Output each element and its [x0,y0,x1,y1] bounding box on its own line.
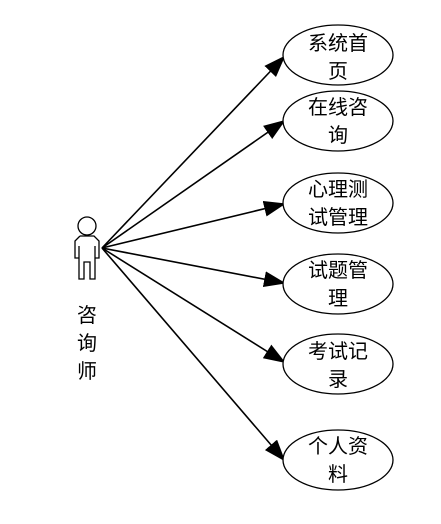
actor-figure [74,216,100,280]
association-arrow [101,247,286,288]
actor-label-line-1: 咨 [77,303,97,327]
use-case-label-line-1: 心理测 [308,177,368,201]
use-case-ellipse [282,333,394,395]
actor-body [74,235,100,280]
use-case-label-line-1: 个人资 [308,434,368,458]
use-case-ellipse [282,429,394,491]
actor-label-line-3: 师 [77,359,97,383]
use-case-label-line-2: 页 [328,59,348,83]
association-arrow [101,119,286,249]
association-arrow [101,247,286,364]
association-arrow [101,200,286,249]
use-case-label-line-2: 询 [328,123,348,147]
use-case-ellipse [282,253,394,315]
actor-label: 咨 询 师 [77,303,97,383]
use-case-online-consult: 在线咨 询 [282,90,394,152]
associations [101,55,286,462]
use-case-system-home: 系统首 页 [282,24,394,86]
use-case-label-line-2: 理 [328,286,348,310]
association-arrow [101,55,286,249]
use-case-label-line-1: 在线咨 [308,95,368,119]
use-case-exam-records: 考试记 录 [282,333,394,395]
use-case-psych-test-manage: 心理测 试管理 [282,172,394,234]
use-case-label-line-2: 试管理 [308,205,368,229]
use-case-label-line-1: 考试记 [308,339,368,363]
use-case-question-manage: 试题管 理 [282,253,394,315]
actor-label-line-2: 询 [77,331,97,355]
actor-head [77,216,97,236]
use-case-label-line-2: 录 [328,367,348,391]
use-case-label-line-1: 试题管 [308,258,368,282]
association-arrow [101,247,286,462]
use-case-ellipse [282,90,394,152]
use-case-label-line-2: 料 [328,462,348,486]
use-case-ellipse [282,24,394,86]
use-case-label-line-1: 系统首 [308,31,368,55]
use-case-ellipse [282,172,394,234]
use-case-personal-profile: 个人资 料 [282,429,394,491]
